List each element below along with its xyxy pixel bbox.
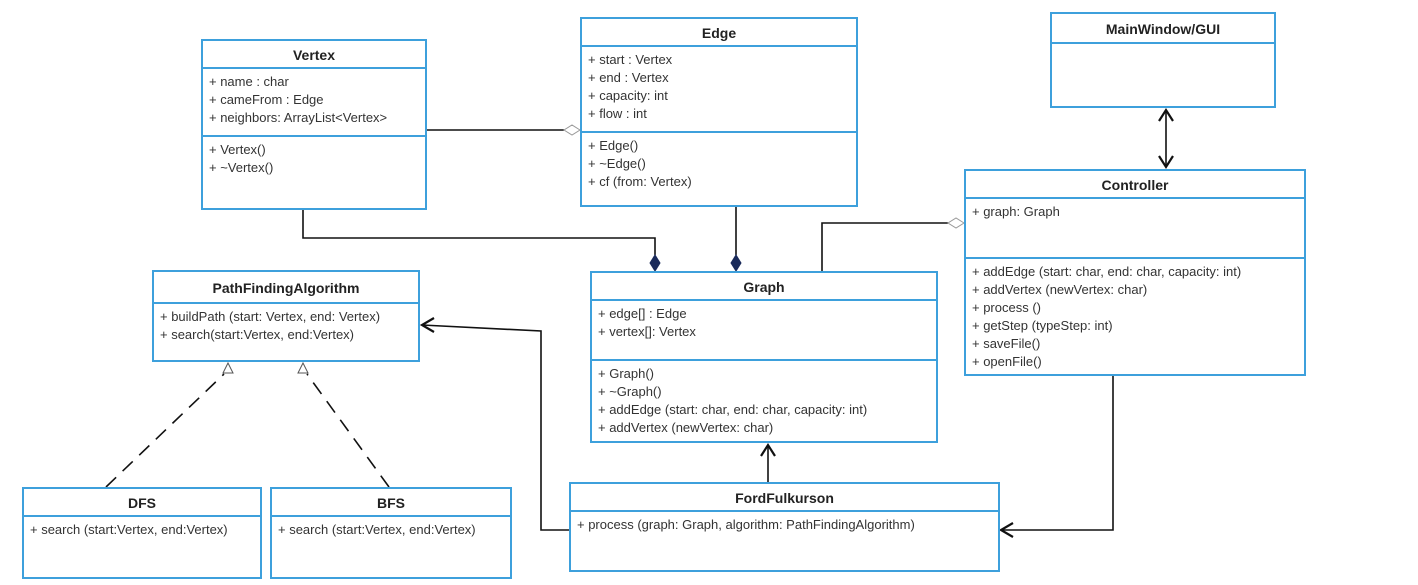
methods-section: + buildPath (start: Vertex, end: Vertex)…	[154, 304, 418, 346]
attribute: + start : Vertex	[588, 52, 673, 67]
class-fordfulkurson: FordFulkurson + process (graph: Graph, al…	[569, 482, 1000, 572]
arrowhead	[419, 317, 435, 333]
class-name: BFS	[272, 489, 510, 517]
attributes-section: + edge[] : Edge + vertex[]: Vertex	[592, 301, 936, 361]
methods-section: + Graph() + ~Graph() + addEdge (start: cha…	[592, 361, 936, 439]
method: + process ()	[972, 300, 1041, 315]
class-edge: Edge + start : Vertex + end : Vertex + capa…	[580, 17, 858, 207]
method: + saveFile()	[972, 336, 1041, 351]
attributes-section: + graph: Graph	[966, 199, 1304, 259]
method: + addEdge (start: char, end: char, capac…	[598, 402, 868, 417]
methods-section: + Edge() + ~Edge() + cf (from: Vertex)	[582, 133, 856, 193]
class-vertex: Vertex + name : char + cameFrom : Edge + ne…	[201, 39, 427, 210]
realization-triangle	[222, 361, 234, 374]
method: + search(start:Vertex, end:Vertex)	[160, 327, 355, 342]
attribute: + end : Vertex	[588, 70, 669, 85]
arrowhead	[1158, 107, 1174, 122]
method: + cf (from: Vertex)	[588, 174, 692, 189]
class-name: Edge	[582, 19, 856, 47]
attributes-section: + start : Vertex + end : Vertex + capacity…	[582, 47, 856, 133]
aggregation-diamond	[563, 124, 581, 136]
method: + addVertex (newVertex: char)	[972, 282, 1148, 297]
methods-section: + search (start:Vertex, end:Vertex)	[272, 517, 510, 541]
method: + getStep (typeStep: int)	[972, 318, 1113, 333]
attribute: + edge[] : Edge	[598, 306, 687, 321]
method: + Vertex()	[209, 142, 266, 157]
controller-fordfulkurson-line	[1001, 376, 1114, 531]
class-name: PathFindingAlgorithm	[154, 272, 418, 304]
method: + Edge()	[588, 138, 639, 153]
class-graph: Graph+ edge[] : Edge+ vertex[]: Vertex+ …	[590, 271, 938, 443]
class-name: FordFulkurson	[571, 484, 998, 512]
class-bfs: BFS + search (start:Vertex, end:Vertex)	[270, 487, 512, 579]
arrowhead	[998, 522, 1014, 538]
arrowhead	[1158, 155, 1174, 170]
attribute: + name : char	[209, 74, 289, 89]
attribute: + flow : int	[588, 106, 647, 121]
methods-section: + process (graph: Graph, algorithm: Path…	[571, 512, 998, 536]
attribute: + vertex[]: Vertex	[598, 324, 696, 339]
bfs-realization-line	[306, 373, 390, 488]
dfs-realization-line	[105, 373, 225, 488]
class-name: Vertex	[203, 41, 425, 69]
method: + buildPath (start: Vertex, end: Vertex)	[160, 309, 381, 324]
class-controller: Controller + graph: Graph + addEdge (start…	[964, 169, 1306, 376]
methods-section: + Vertex() + ~Vertex()	[203, 137, 425, 179]
realization-triangle	[297, 361, 309, 374]
class-pathfinding: PathFindingAlgorithm+ buildPath (start: …	[152, 270, 420, 362]
class-name: MainWindow/GUI	[1052, 14, 1274, 44]
composition-diamond	[730, 254, 742, 272]
class-mainwindow: MainWindow/GUI	[1050, 12, 1276, 108]
composition-diamond	[649, 254, 661, 272]
attributes-section: + name : char + cameFrom : Edge + neighbor…	[203, 69, 425, 137]
aggregation-diamond	[947, 217, 965, 229]
method: + ~Graph()	[598, 384, 662, 399]
method: + openFile()	[972, 354, 1042, 369]
method: + ~Vertex()	[209, 160, 274, 175]
class-name: Controller	[966, 171, 1304, 199]
fordfulkurson-pathfinding-line	[421, 324, 569, 531]
method: + process (graph: Graph, algorithm: Path…	[577, 517, 915, 532]
method: + search (start:Vertex, end:Vertex)	[30, 522, 228, 537]
methods-section: + addEdge (start: char, end: char, capac…	[966, 259, 1304, 373]
methods-section	[1052, 44, 1274, 50]
class-name: DFS	[24, 489, 260, 517]
method: + Graph()	[598, 366, 654, 381]
graph-controller-line	[821, 222, 948, 271]
arrowhead	[760, 442, 776, 457]
method: + addVertex (newVertex: char)	[598, 420, 774, 435]
attribute: + cameFrom : Edge	[209, 92, 324, 107]
method: + addEdge (start: char, end: char, capac…	[972, 264, 1242, 279]
attribute: + capacity: int	[588, 88, 668, 103]
method: + search (start:Vertex, end:Vertex)	[278, 522, 476, 537]
attribute: + graph: Graph	[972, 204, 1060, 219]
class-name: Graph	[592, 273, 936, 301]
class-dfs: DFS + search (start:Vertex, end:Vertex)	[22, 487, 262, 579]
vertex-graph-line	[302, 210, 656, 255]
methods-section: + search (start:Vertex, end:Vertex)	[24, 517, 260, 541]
attribute: + neighbors: ArrayList<Vertex>	[209, 110, 388, 125]
method: + ~Edge()	[588, 156, 646, 171]
